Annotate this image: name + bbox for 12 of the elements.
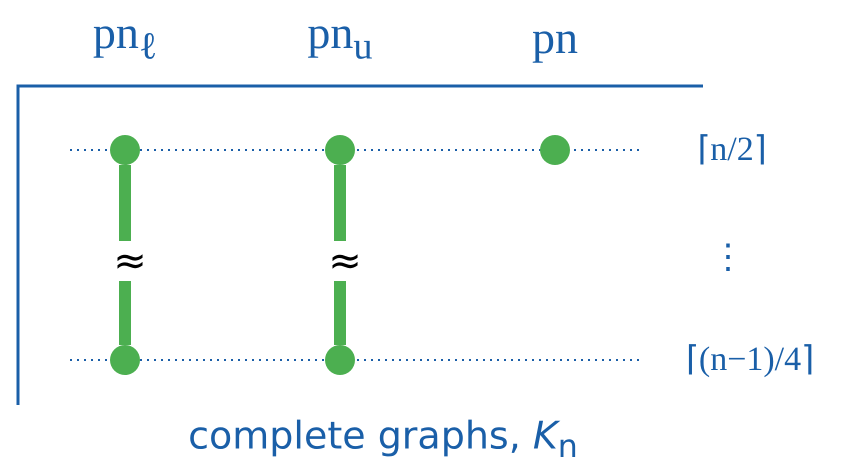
caption: complete graphs, K$_{n}$	[188, 416, 578, 464]
point-marker	[110, 135, 140, 165]
point-marker	[325, 135, 355, 165]
point-marker	[325, 345, 355, 375]
row-label: ⌈(n−1)/4⌉	[686, 343, 814, 377]
point-marker	[540, 135, 570, 165]
column-heading: pn$_{ℓ}$	[92, 10, 158, 66]
column-heading: pn$_{u}$	[307, 10, 373, 66]
ellipsis-mark: ⋮	[711, 241, 745, 275]
row-label: ⌈n/2⌉	[697, 133, 767, 167]
column-heading: pn	[532, 15, 578, 61]
point-marker	[110, 345, 140, 375]
